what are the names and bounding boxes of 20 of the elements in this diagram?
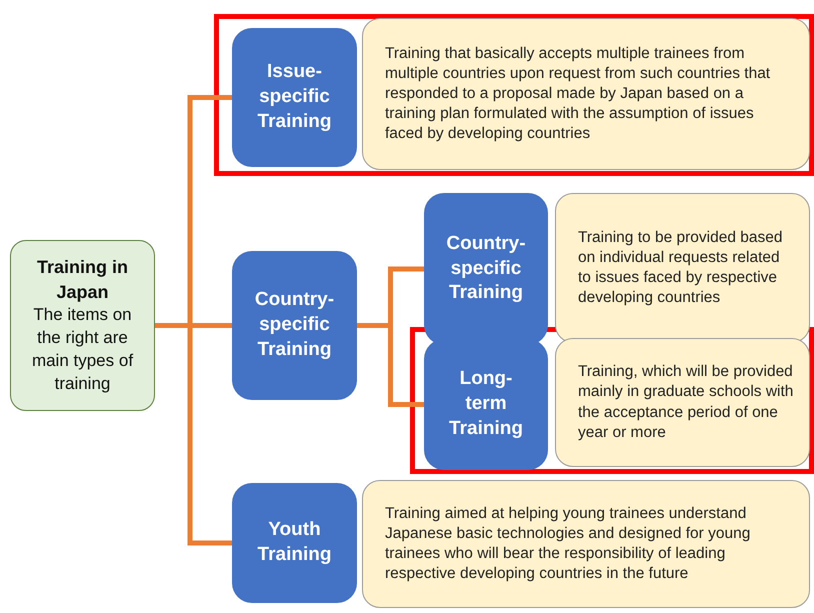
node-label: Country-specific Training bbox=[254, 288, 336, 362]
node-label: Issue-specific Training bbox=[256, 60, 332, 134]
node-label: Country-specific Training bbox=[445, 232, 527, 306]
category-box bbox=[232, 483, 357, 603]
node-description: The items on the right are main types of training bbox=[30, 304, 134, 395]
root-node-box bbox=[10, 240, 155, 411]
description-box bbox=[362, 18, 810, 170]
description-box bbox=[555, 338, 810, 467]
description-text: Training that basically accepts multiple trainees from multiple countries upon request from such countries that responded to a proposal made by Japan based on a training plan formulated with the assumption of issues faced by developing countries bbox=[385, 44, 772, 144]
category-box bbox=[232, 28, 357, 167]
description-text: Training to be provided based on individual requests related to issues faced by respective developing countries bbox=[578, 228, 784, 308]
description-text: Training, which will be provided mainly in graduate schools with the acceptance period of one year or more bbox=[578, 362, 794, 443]
category-box bbox=[424, 339, 548, 470]
node-label: Youth Training bbox=[256, 518, 332, 567]
description-text: Training aimed at helping young trainees understand Japanese basic technologies and designed for young trainees who will bear the responsibility of leading respective developing countries in the future bbox=[385, 504, 752, 584]
description-box bbox=[555, 193, 810, 343]
node-title: Training in Japan bbox=[36, 256, 129, 304]
description-box bbox=[362, 480, 810, 608]
node-label: Long-term Training bbox=[448, 367, 524, 441]
category-box bbox=[232, 251, 357, 400]
